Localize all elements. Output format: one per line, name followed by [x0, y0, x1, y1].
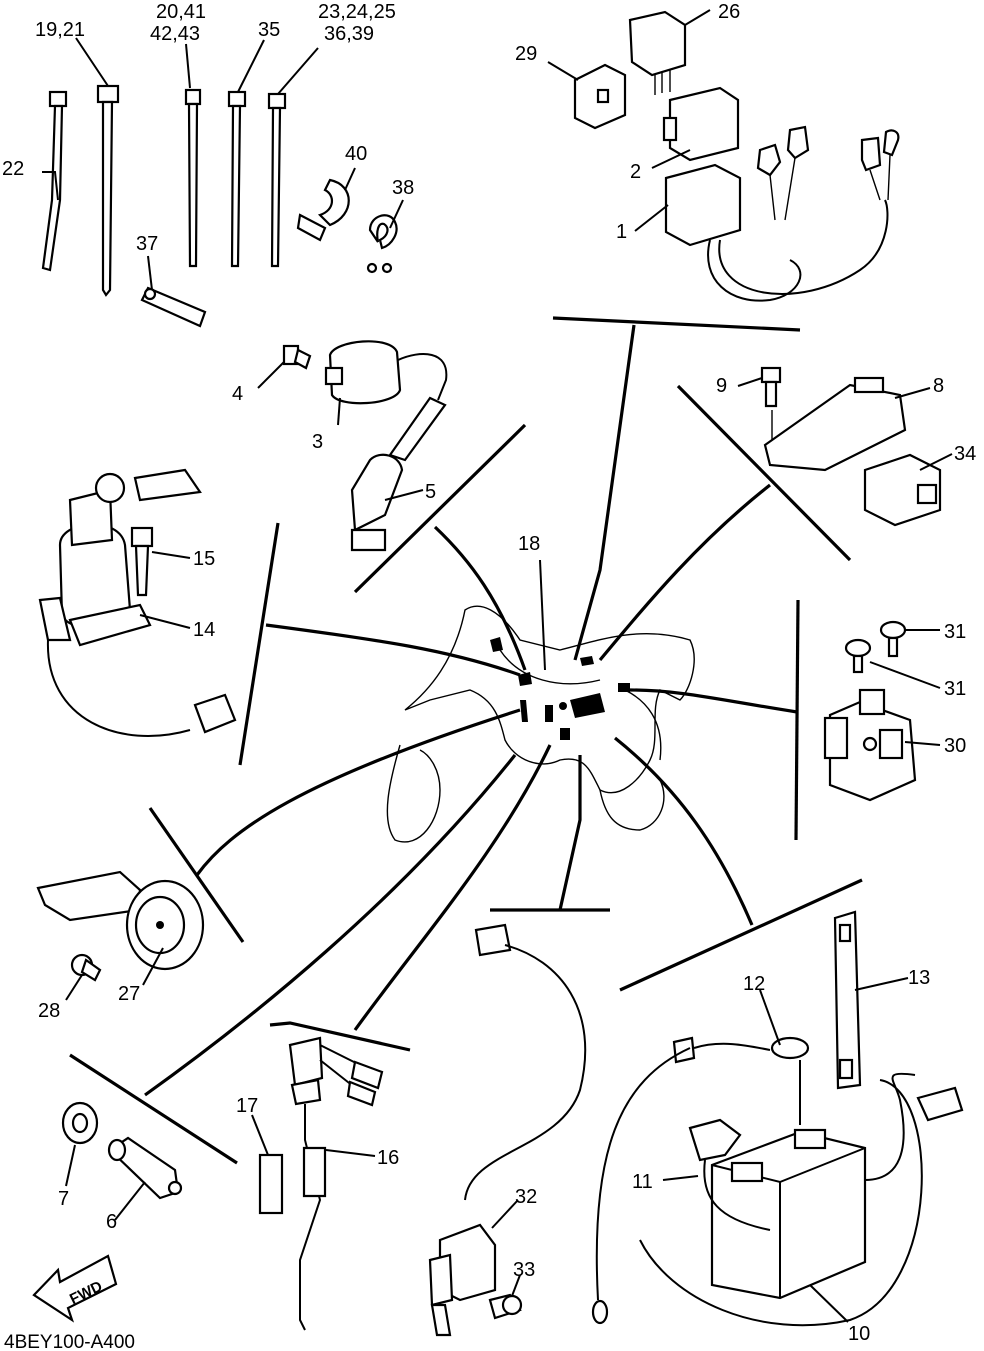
callout-23: 23,24,25: [318, 1, 396, 23]
battery-band-13: [833, 910, 862, 1090]
plug-cap-5: [350, 396, 447, 552]
callout-22: 22: [2, 158, 24, 180]
callout-30: 30: [944, 735, 966, 757]
callout-16: 16: [377, 1147, 399, 1169]
callout-2: 2: [630, 161, 641, 183]
switch-6: [107, 1136, 183, 1200]
callout-14: 14: [193, 619, 215, 641]
switch-32: [428, 923, 587, 1337]
callout-18: 18: [518, 533, 540, 555]
battery-10: [639, 1072, 964, 1327]
leader-lines: [69, 316, 863, 1165]
callout-19-21: 19,21: [35, 19, 85, 41]
relay-29: [573, 63, 627, 130]
callout-8: 8: [933, 375, 944, 397]
callout-26: 26: [718, 1, 740, 23]
callout-4: 4: [232, 383, 243, 405]
relay-34: [863, 453, 942, 527]
callout-1: 1: [616, 221, 627, 243]
cable-tie-35: [227, 90, 247, 268]
callout-12: 12: [743, 973, 765, 995]
cable-tie-20-41: [184, 88, 202, 268]
switch-16: [288, 1036, 384, 1331]
starter-relay-30: [823, 688, 917, 802]
callout-23b: 36,39: [324, 23, 374, 45]
clamp-40: [296, 178, 350, 242]
relay-26: [628, 10, 687, 95]
callout-6: 6: [106, 1211, 117, 1233]
forward-arrow-icon: FWD: [32, 1254, 118, 1323]
bolt-4: [282, 344, 312, 370]
callout-20b: 42,43: [150, 23, 200, 45]
callout-29: 29: [515, 43, 537, 65]
drawing-code: 4BEY100-A400: [4, 1332, 135, 1351]
washer-7: [61, 1101, 99, 1145]
callout-9: 9: [716, 375, 727, 397]
cable-tie-23: [267, 92, 287, 268]
ignition-coil-3: [324, 340, 448, 405]
sleeve-17: [258, 1153, 284, 1215]
callout-28: 28: [38, 1000, 60, 1022]
callout-34: 34: [954, 443, 976, 465]
callout-11: 11: [632, 1171, 653, 1193]
callout-37: 37: [136, 233, 158, 255]
callout-31b: 31: [944, 678, 966, 700]
bolt-31a: [879, 620, 907, 658]
screw-33: [488, 1293, 523, 1320]
bolt-31b: [844, 638, 872, 674]
battery-lead-11: [591, 1047, 771, 1325]
horn-27: [36, 870, 205, 971]
cable-tie-22: [41, 90, 68, 272]
callout-35: 35: [258, 19, 280, 41]
bolt-9: [760, 366, 782, 408]
callout-3: 3: [312, 431, 323, 453]
callout-13: 13: [908, 967, 930, 989]
callout-27: 27: [118, 983, 140, 1005]
motorcycle-frame-outline: [386, 605, 695, 843]
callout-20: 20,41: [156, 1, 206, 23]
callout-31a: 31: [944, 621, 966, 643]
callout-32: 32: [515, 1186, 537, 1208]
bolt-28: [70, 953, 102, 982]
screw-15: [130, 526, 154, 597]
callout-40: 40: [345, 143, 367, 165]
coupler-2: [662, 86, 740, 162]
clamp-38: [366, 214, 398, 274]
battery-lead-12: [672, 1036, 810, 1125]
callout-7: 7: [58, 1188, 69, 1210]
callout-33: 33: [513, 1259, 535, 1281]
callout-leaders: [42, 9, 953, 1323]
main-switch-14: [38, 468, 237, 737]
cable-tie-19-21: [96, 84, 120, 297]
callout-5: 5: [425, 481, 436, 503]
callout-38: 38: [392, 177, 414, 199]
band-37: [140, 286, 207, 328]
rectifier-8: [763, 376, 907, 472]
callout-15: 15: [193, 548, 215, 570]
callout-10: 10: [848, 1323, 870, 1345]
callout-17: 17: [236, 1095, 258, 1117]
cdi-unit-1: [664, 125, 900, 302]
